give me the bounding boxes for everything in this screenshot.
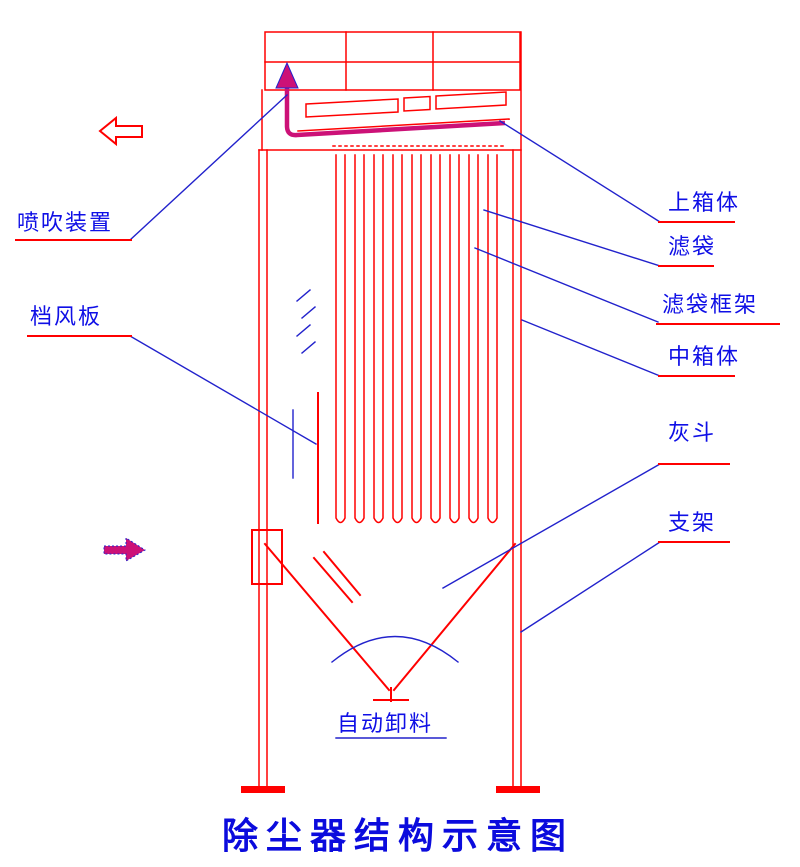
material-level-arc (331, 635, 459, 663)
outlet-flow-arrow-icon (98, 115, 143, 147)
filter-bags (335, 154, 498, 524)
leader-baffle (129, 335, 317, 445)
right-foot (496, 786, 540, 793)
leader-support-frame (520, 541, 661, 633)
inlet-deflector-vane (312, 556, 354, 604)
airflow-dash (301, 341, 316, 354)
leader-lines (129, 94, 661, 633)
upper-box-structure (264, 31, 521, 91)
filter-bag-shape (373, 154, 384, 524)
tube-sheet-slant (297, 118, 510, 132)
venturi-block (435, 91, 507, 110)
leader-blow-device (129, 94, 288, 241)
venturi-block (305, 98, 399, 118)
blow-pipe (284, 86, 506, 138)
filter-bag-shape (392, 154, 403, 524)
label-support-frame: 支架 (668, 510, 716, 535)
filter-bag-shape (335, 154, 346, 524)
tube-sheet (297, 91, 510, 147)
airflow-dash (296, 324, 311, 337)
leader-bag-cage (474, 247, 659, 323)
flow-indicators (98, 115, 316, 562)
label-filter-bag: 滤袋 (668, 234, 716, 259)
casing-and-legs (241, 31, 540, 793)
baffle-and-hopper (251, 392, 517, 702)
label-ash-hopper: 灰斗 (668, 420, 716, 445)
airflow-dash (296, 289, 311, 302)
label-upper-box: 上箱体 (668, 190, 740, 215)
filter-bag-shape (354, 154, 365, 524)
filter-bag-shape (468, 154, 479, 524)
leader-upper-box (499, 120, 661, 223)
filter-bag-shape (449, 154, 460, 524)
filter-bag-shape (430, 154, 441, 524)
pulse-jet-arrow-icon (275, 61, 299, 89)
page-title: 除尘器结构示意图 (222, 816, 574, 856)
left-foot (241, 786, 285, 793)
leader-middle-box (521, 319, 661, 377)
airflow-dash (301, 306, 316, 319)
inlet-deflector-vane (322, 550, 362, 597)
inlet-duct-box (251, 529, 283, 585)
label-blow-device: 喷吹装置 (17, 210, 113, 235)
label-bag-cage: 滤袋框架 (662, 292, 758, 317)
inlet-flow-arrow-icon (103, 537, 146, 562)
pulse-jet-pipe (275, 61, 506, 138)
filter-bag-shape (411, 154, 422, 524)
hopper-left-slope (263, 542, 391, 692)
label-auto-discharge: 自动卸料 (337, 711, 433, 736)
label-underlines (15, 221, 780, 739)
hopper-right-slope (392, 542, 517, 692)
venturi-block (403, 95, 431, 112)
filter-bag-shape (487, 154, 498, 524)
labels: 喷吹装置 档风板 上箱体 滤袋 滤袋框架 中箱体 灰斗 支架 自动卸料 (17, 190, 758, 736)
label-middle-box: 中箱体 (668, 344, 740, 369)
label-baffle: 档风板 (30, 304, 102, 329)
leader-filter-bag (483, 209, 661, 267)
leader-ash-hopper (442, 463, 661, 589)
upper-box-outline (264, 31, 521, 91)
